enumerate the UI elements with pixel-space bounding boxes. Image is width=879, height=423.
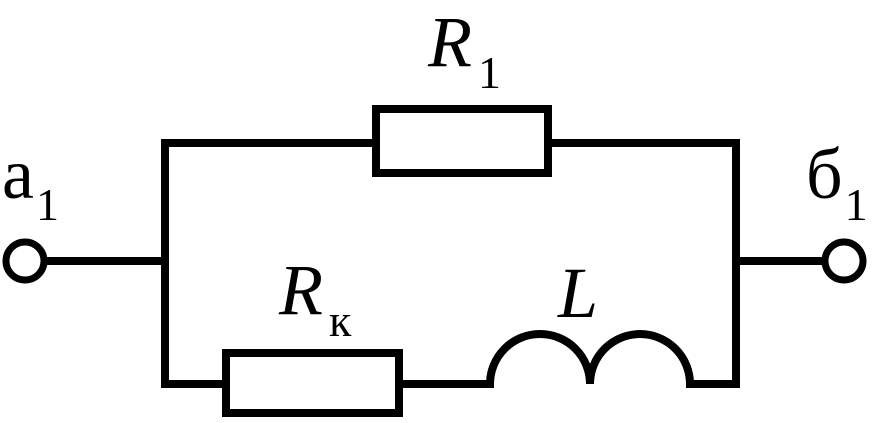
label-b1-main: б [806,134,843,214]
label-b1-sub: 1 [845,179,868,230]
label-b1: б1 [806,134,868,230]
label-r1-main: R [427,2,472,82]
label-rk-sub: к [329,295,352,346]
terminal-b1 [821,238,867,284]
resistor-r1 [372,105,552,177]
label-a1: а1 [2,134,59,230]
inductor-l [486,330,694,385]
label-rk-main: R [278,250,323,330]
label-r1-sub: 1 [478,47,501,98]
wires [41,139,828,388]
terminal-a1 [2,238,48,284]
label-a1-sub: 1 [36,179,59,230]
label-l: L [557,253,598,333]
resistor-rk [222,349,403,417]
label-a1-main: а [2,134,34,214]
